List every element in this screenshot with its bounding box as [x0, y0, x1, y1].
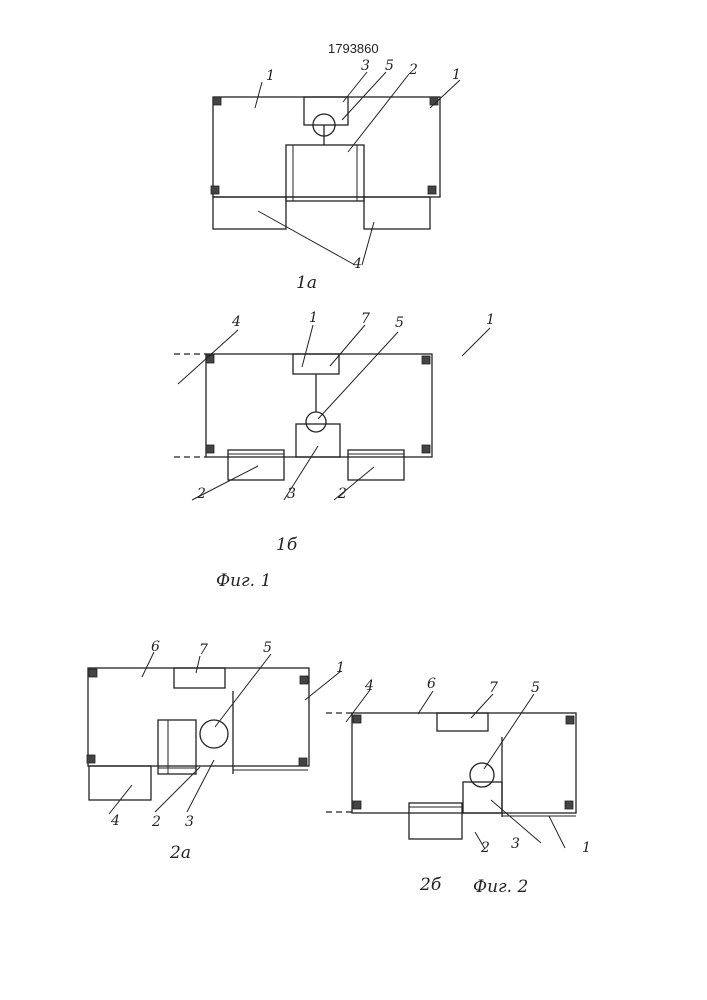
part-label: 2б [419, 875, 442, 895]
corner-mount [213, 97, 221, 105]
callout-label: 3 [287, 486, 296, 502]
housing-outline [213, 97, 440, 197]
component-3 [304, 97, 348, 125]
corner-mount [422, 356, 430, 364]
part-label: 1а [296, 273, 317, 293]
callout-label: 5 [385, 58, 394, 74]
component-2 [409, 803, 462, 839]
corner-mount [89, 669, 97, 677]
figure-2b: 4 6 7 5 2 3 1 2б [326, 676, 591, 895]
callout-label: 1 [486, 312, 495, 328]
corner-mount [353, 801, 361, 809]
document-number: 1793860 [328, 41, 379, 56]
callout-label: 4 [110, 813, 120, 829]
callout-label: 1 [266, 68, 275, 84]
callout-label: 7 [489, 680, 498, 696]
callout-label: 1 [309, 310, 318, 326]
figure-caption: Фиг. 1 [216, 571, 271, 591]
callout-label: 2 [408, 62, 418, 78]
callout-label: 3 [361, 58, 370, 74]
figure-caption: Фиг. 2 [473, 877, 528, 897]
corner-mount [206, 355, 214, 363]
component-4-left [213, 197, 286, 229]
callout-label: 2 [337, 486, 347, 502]
corner-mount [299, 758, 307, 766]
callout-label: 1 [452, 67, 461, 83]
callout-label: 5 [531, 680, 540, 696]
callout-label: 6 [151, 639, 160, 655]
component-2 [286, 145, 364, 201]
corner-mount [566, 716, 574, 724]
corner-mount [206, 445, 214, 453]
component-7 [174, 668, 225, 688]
callout-label: 5 [395, 315, 404, 331]
corner-mount [422, 445, 430, 453]
component-3 [296, 424, 340, 457]
corner-mount [211, 186, 219, 194]
component-5-circle [306, 412, 326, 432]
corner-mount [87, 755, 95, 763]
housing-outline [88, 668, 309, 766]
component-4 [89, 766, 151, 800]
callout-label: 2 [480, 840, 490, 856]
component-5-circle [200, 720, 228, 748]
callout-label: 7 [361, 311, 370, 327]
housing-outline [206, 354, 432, 457]
callout-label: 5 [263, 640, 272, 656]
corner-mount [353, 715, 361, 723]
part-label: 1б [276, 535, 298, 555]
callout-label: 3 [185, 814, 194, 830]
figure-2a: 6 7 5 1 4 2 3 2а [87, 639, 345, 863]
callout-label: 4 [352, 256, 362, 272]
callout-label: 4 [231, 314, 241, 330]
callout-label: 6 [427, 676, 436, 692]
callout-label: 7 [199, 642, 208, 658]
callout-label: 4 [364, 678, 374, 694]
corner-mount [300, 676, 308, 684]
callout-label: 2 [151, 814, 161, 830]
callout-label: 1 [582, 840, 591, 856]
callout-label: 3 [511, 836, 520, 852]
callout-label: 2 [196, 486, 206, 502]
figure-1a: 1 3 5 2 1 4 1а [211, 58, 461, 293]
part-label: 2а [169, 843, 191, 863]
component-7 [437, 713, 488, 731]
callout-label: 1 [336, 660, 345, 676]
figure-1b: 4 1 7 5 1 2 3 2 1б [174, 310, 495, 555]
corner-mount [565, 801, 573, 809]
corner-mount [428, 186, 436, 194]
component-5-circle [470, 763, 494, 787]
housing-outline [352, 713, 576, 813]
